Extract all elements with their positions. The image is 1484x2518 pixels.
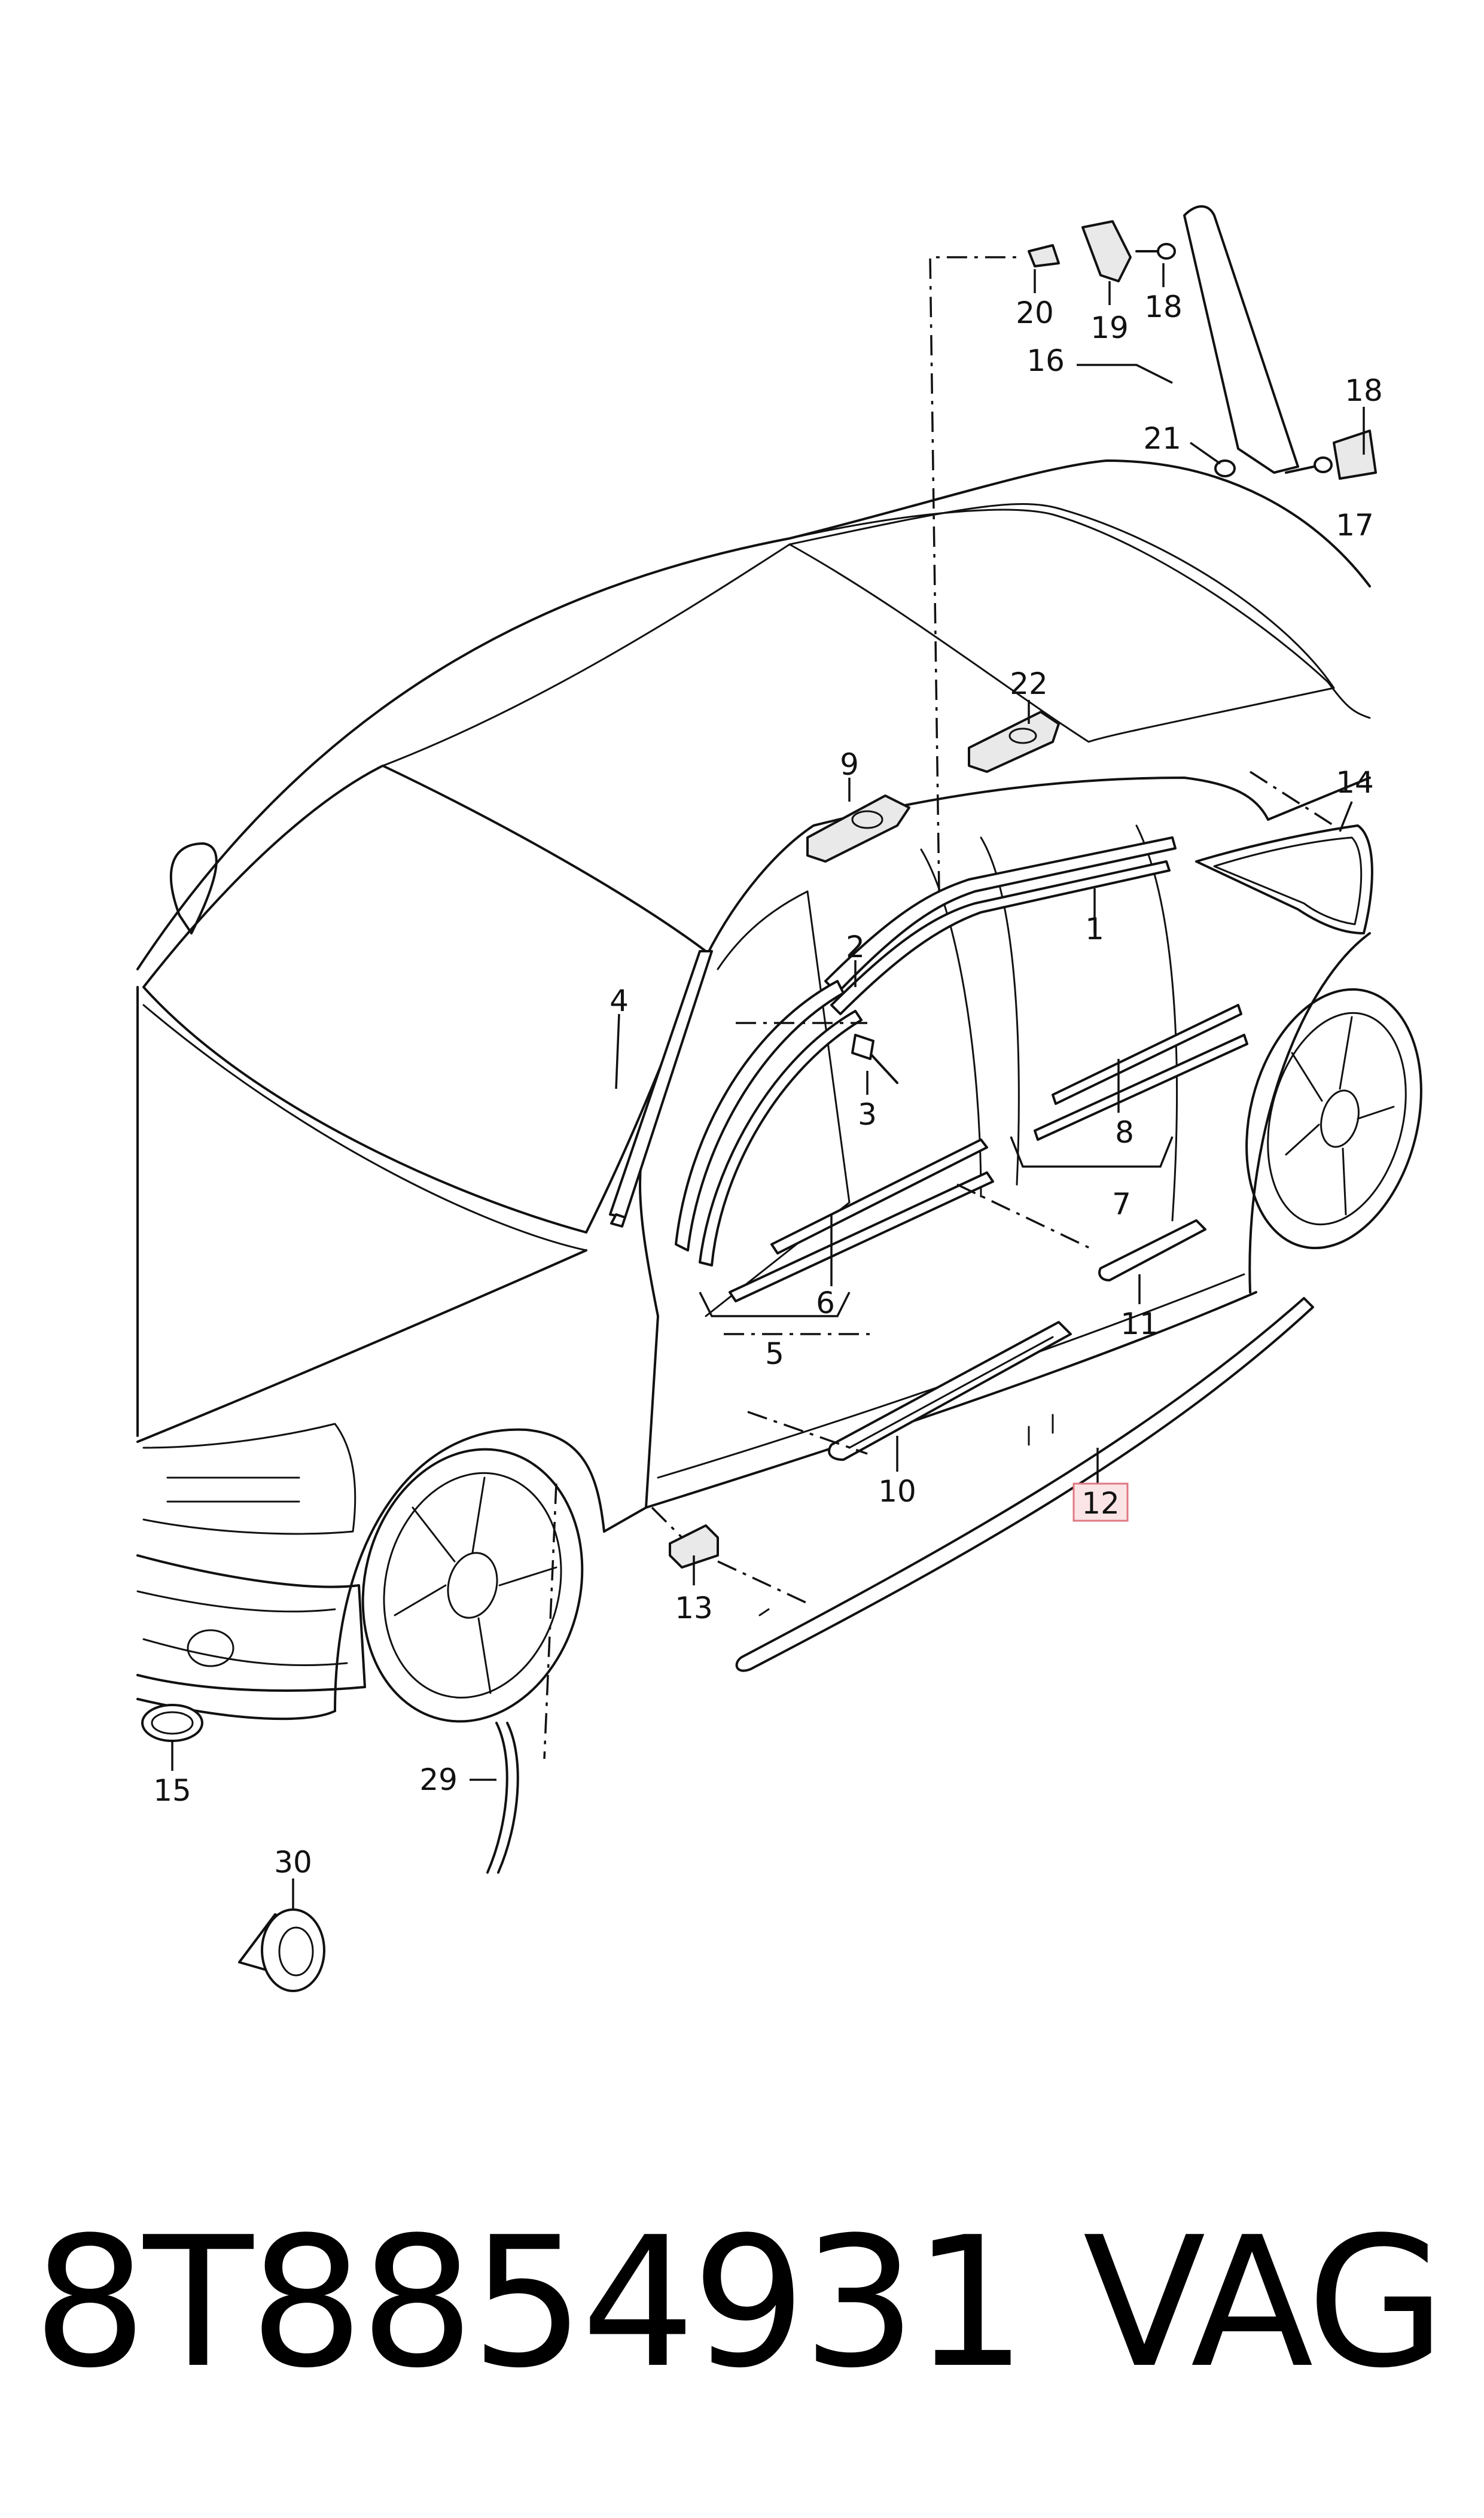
brand-label: VAG	[1083, 2199, 1446, 2407]
part-6-front-belt-moulding	[729, 1138, 994, 1302]
footer: 8T8854931 VAG	[0, 2166, 1484, 2465]
callout-11: 11	[1120, 1307, 1159, 1341]
callout-30: 30	[274, 1845, 312, 1880]
callout-3: 3	[858, 1097, 877, 1132]
callout-9: 9	[840, 747, 859, 782]
part-8-rear-belt-moulding	[1034, 1004, 1248, 1141]
part-1-door-frame-trim	[824, 836, 1177, 1015]
callout-5: 5	[765, 1336, 784, 1371]
callout-21: 21	[1143, 421, 1181, 456]
callout-labels: 1 2 3 4 5 6 7 8 9 10 11 12 13 14 15 16 1…	[153, 290, 1383, 1880]
part-10-front-sill-plate	[828, 1321, 1072, 1461]
part-13-clip	[669, 1524, 719, 1569]
part-number: 8T8854931	[33, 2199, 1027, 2407]
callout-22: 22	[1010, 666, 1048, 701]
callout-20: 20	[1016, 296, 1054, 330]
part-21-nut	[1214, 459, 1236, 477]
assembly-lines	[543, 256, 1334, 1759]
part-14-rear-quarter-trim	[1195, 824, 1373, 934]
part-19-bracket	[1081, 220, 1132, 282]
rear-wheel	[1245, 988, 1422, 1250]
part-22-clip	[968, 711, 1060, 773]
callout-6: 6	[816, 1286, 835, 1320]
callout-19: 19	[1090, 310, 1129, 345]
part-16-pillar-trim	[1183, 205, 1299, 474]
part-3-screw	[851, 1034, 898, 1084]
part-18-bolt	[1135, 243, 1333, 474]
callout-12: 12	[1081, 1486, 1120, 1521]
callout-18-top: 18	[1144, 290, 1183, 324]
callout-29: 29	[419, 1762, 458, 1797]
part-11-rear-sill-plate	[1098, 1219, 1206, 1281]
callout-7: 7	[1112, 1187, 1131, 1222]
callout-14: 14	[1336, 765, 1374, 800]
callout-2: 2	[846, 930, 865, 964]
callout-10: 10	[878, 1474, 916, 1509]
part-17-clip	[1333, 430, 1377, 480]
part-20-clip	[1028, 244, 1060, 267]
car-body-outline	[136, 459, 1371, 1721]
callout-15: 15	[153, 1773, 191, 1808]
part-15-cap	[141, 1704, 203, 1742]
callout-12-highlight	[1072, 1482, 1129, 1522]
part-4-windscreen-trim	[609, 950, 713, 1228]
callout-18-right: 18	[1345, 373, 1383, 408]
callout-8: 8	[1115, 1115, 1134, 1150]
callout-1: 1	[1085, 912, 1104, 946]
parts-diagram: 1 2 3 4 5 6 7 8 9 10 11 12 13 14 15 16 1…	[136, 205, 1422, 1992]
callout-13: 13	[675, 1591, 713, 1625]
part-2-front-door-frame-trim	[675, 980, 863, 1266]
leader-lines	[171, 263, 1365, 1908]
front-wheel	[361, 1448, 584, 1723]
part-9-clip	[806, 794, 910, 863]
part-30-tape-roll	[238, 1908, 325, 1992]
callout-4: 4	[610, 984, 629, 1018]
part-12-side-sill-trim	[735, 1297, 1314, 1672]
part-29-seal	[486, 1722, 519, 1874]
callout-16: 16	[1026, 343, 1065, 378]
callout-17: 17	[1336, 508, 1374, 543]
